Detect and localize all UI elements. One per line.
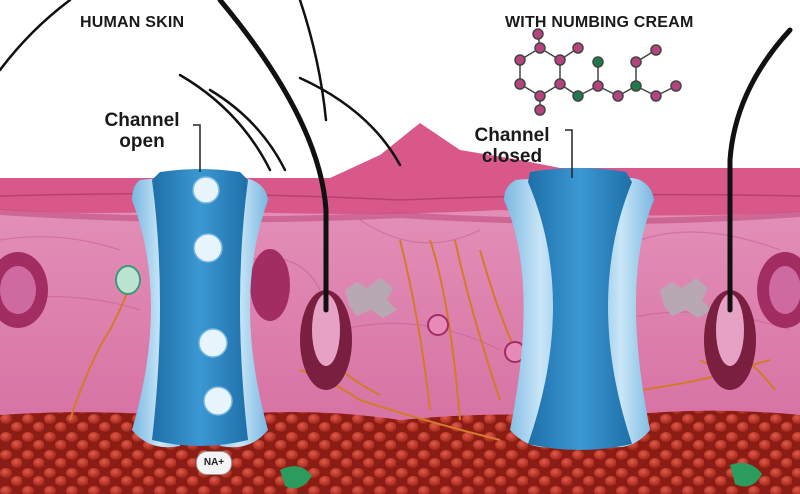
channel-closed — [504, 168, 654, 450]
sensory-structure-right — [730, 462, 762, 487]
leader-line-closed — [565, 129, 573, 178]
hair-strands-thin — [0, 0, 402, 172]
nerve-ending-1 — [427, 314, 449, 336]
channel-open-label-line1: Channel — [104, 110, 180, 131]
grey-cluster-right — [660, 278, 712, 318]
gland-mid-left — [250, 249, 290, 321]
leader-line-open — [193, 124, 201, 172]
basal-layer — [0, 209, 800, 225]
follicle-right-inner — [716, 294, 744, 366]
sodium-ion-label: NA+ — [196, 451, 232, 475]
channel-closed-label: Channel closed — [462, 125, 562, 167]
channel-closed-label-line2: closed — [481, 146, 543, 167]
sodium-ion — [203, 386, 233, 416]
hair-strand — [217, 0, 793, 313]
gland-right-inner — [769, 266, 800, 314]
sodium-ion — [193, 233, 223, 263]
numbing-cream-heading: WITH NUMBING CREAM — [505, 14, 694, 31]
sodium-ion — [198, 328, 228, 358]
human-skin-heading: HUMAN SKIN — [80, 14, 185, 31]
epidermis-line — [0, 193, 800, 201]
channel-closed-pore — [528, 168, 632, 450]
channel-open-label-line2: open — [119, 131, 165, 152]
channel-open-label: Channel open — [92, 110, 192, 152]
channel-closed-label-line1: Channel — [474, 125, 550, 146]
channel-open — [132, 169, 268, 448]
sodium-ion — [192, 176, 220, 204]
follicle-left-inner — [312, 294, 340, 366]
nerve-fibers — [69, 239, 776, 441]
channel-open-pore — [152, 169, 248, 446]
sensory-structure-left — [280, 466, 312, 489]
gland-left-inner — [0, 266, 36, 314]
grey-cluster-left — [345, 278, 397, 318]
molecule-diagram — [514, 28, 682, 116]
receptor-left — [115, 265, 141, 295]
